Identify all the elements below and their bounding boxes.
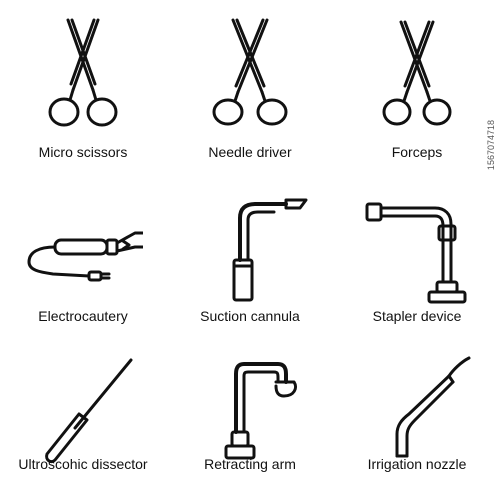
item-label: Retracting arm (204, 456, 296, 472)
item-label: Ultroscohic dissector (18, 456, 148, 472)
retracting-arm-icon (224, 362, 298, 460)
item-ultrasonic-dissector: Ultroscohic dissector (0, 340, 166, 500)
needle-driver-icon (212, 18, 288, 126)
item-label: Micro scissors (38, 144, 128, 160)
item-forceps: Forceps (334, 0, 500, 160)
item-label: Irrigation nozzle (367, 456, 467, 472)
stock-id: 1567074718 (486, 120, 496, 171)
item-label: Needle driver (208, 144, 292, 160)
item-micro-scissors: Micro scissors (0, 0, 166, 160)
item-needle-driver: Needle driver (167, 0, 333, 160)
item-electrocautery: Electrocautery (0, 178, 166, 338)
stapler-device-icon (365, 202, 467, 304)
item-suction-cannula: Suction cannula (167, 178, 333, 338)
item-irrigation-nozzle: Irrigation nozzle (334, 340, 500, 500)
item-label: Electrocautery (38, 308, 128, 324)
item-stapler-device: Stapler device (334, 178, 500, 338)
forceps-icon (382, 20, 452, 126)
irrigation-nozzle-icon (395, 356, 471, 458)
suction-cannula-icon (232, 198, 308, 302)
item-label: Suction cannula (200, 308, 300, 324)
ultrasonic-dissector-icon (45, 358, 133, 464)
item-retracting-arm: Retracting arm (167, 340, 333, 500)
item-label: Stapler device (372, 308, 462, 324)
item-label: Forceps (391, 144, 443, 160)
micro-scissors-icon (48, 18, 118, 127)
electrocautery-icon (27, 231, 143, 282)
